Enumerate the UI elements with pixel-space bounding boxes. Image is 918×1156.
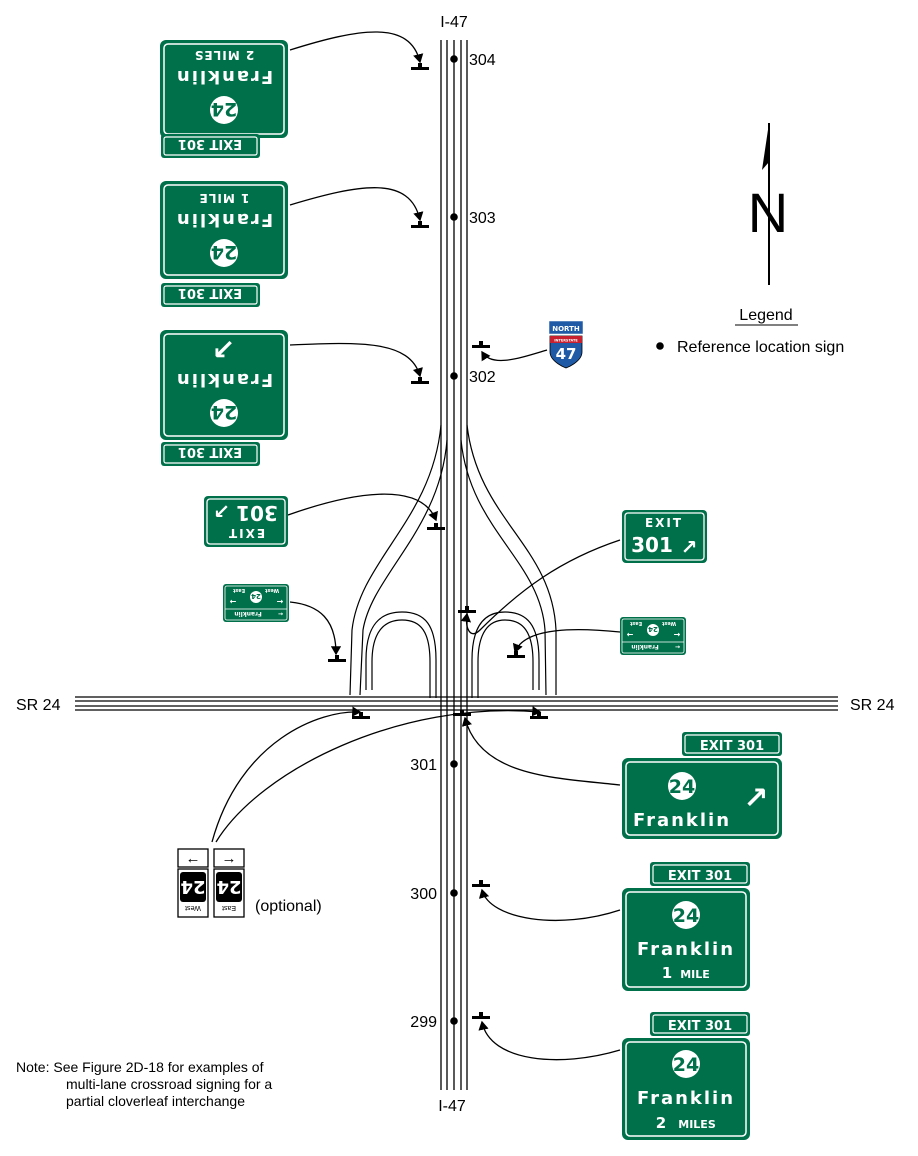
trailblazer-east-shield: 24 [216, 876, 241, 897]
milepost-299: 299 [410, 1014, 437, 1031]
sign-g-distance-num: 1 [662, 964, 672, 982]
svg-text:←: ← [186, 850, 201, 867]
sign-e-arrow: ↗ [681, 535, 698, 559]
trailblazer-assembly: ← → West 24 East 24 (optional) [177, 848, 322, 918]
sr24-right-label: SR 24 [850, 697, 895, 714]
gore-sign-northbound: EXIT 301 ↗ [622, 510, 707, 563]
note: Note: See Figure 2D-18 for examples of m… [16, 1059, 272, 1109]
svg-text:East: East [232, 587, 245, 593]
crossroad-west-destination: Franklin [234, 610, 261, 617]
sign-c-exit-panel: EXIT 301 [178, 444, 242, 459]
sign-h-distance-num: 2 [656, 1114, 666, 1132]
sign-e-exit-number: 301 [631, 533, 673, 557]
milepost-labels: 304 303 302 301 300 299 [410, 52, 496, 1031]
trailblazer-optional-label: (optional) [255, 898, 322, 915]
north-arrow-letter: N [748, 181, 788, 244]
note-line-2: multi-lane crossroad signing for a [66, 1076, 272, 1092]
sr24-left-label: SR 24 [16, 697, 61, 714]
crossroad-sign-east-ramp: ← Franklin 24 ← → West East [620, 617, 686, 655]
sign-a-exit-panel: EXIT 301 [178, 136, 242, 151]
svg-text:24: 24 [251, 592, 261, 600]
sign-c-destination: Franklin [175, 369, 273, 390]
guide-sign-exit-direction-southbound: 24 Franklin ↗ EXIT 301 [160, 330, 288, 466]
sign-c-shield: 24 [211, 401, 237, 423]
milepost-304: 304 [469, 52, 496, 69]
route-marker-number: 47 [556, 345, 577, 363]
svg-text:←: ← [675, 643, 680, 650]
sign-f-arrow: ↗ [743, 781, 768, 816]
trailblazer-east-label: East [222, 904, 236, 911]
route-marker-cardinal: NORTH [552, 325, 580, 333]
sign-b-destination: Franklin [175, 209, 273, 230]
svg-text:←: ← [278, 610, 283, 617]
milepost-303: 303 [469, 210, 496, 227]
crossroad-sr24 [75, 696, 838, 711]
freeway-i47 [440, 40, 468, 1090]
sign-b-shield: 24 [211, 241, 237, 263]
svg-text:West: West [661, 620, 676, 626]
guide-sign-2-miles-northbound: EXIT 301 24 Franklin 2 MILES [622, 1012, 750, 1140]
legend-item: Reference location sign [677, 339, 844, 356]
trailblazer-west-label: West [185, 904, 201, 911]
sign-a-destination: Franklin [175, 66, 273, 87]
trailblazer-west-shield: 24 [180, 876, 205, 897]
sign-h-shield: 24 [673, 1054, 699, 1076]
sign-d-exit-word: EXIT [227, 526, 265, 540]
sign-g-destination: Franklin [637, 939, 735, 960]
sign-a-distance: 2 MILES [194, 48, 254, 62]
milepost-dots [450, 55, 458, 1025]
guide-sign-exit-direction-northbound: EXIT 301 24 Franklin ↗ [622, 732, 782, 839]
leader-lines [211, 31, 621, 1061]
guide-sign-1-mile-southbound: 24 Franklin 1 MILE EXIT 301 [160, 181, 288, 307]
sign-c-arrow: ↗ [212, 332, 235, 365]
svg-text:→: → [222, 850, 237, 867]
route-marker-interstate: INTERSTATE [554, 339, 578, 343]
sign-h-distance-word: MILES [678, 1118, 716, 1131]
interstate-route-marker: NORTH INTERSTATE 47 [548, 320, 584, 369]
svg-text:→: → [229, 597, 236, 606]
sign-position-markers [328, 63, 548, 1019]
sign-b-exit-panel: EXIT 301 [178, 285, 242, 300]
guide-sign-1-mile-northbound: EXIT 301 24 Franklin 1 MILE [622, 862, 750, 991]
i47-top-label: I-47 [440, 14, 468, 31]
sign-a-shield: 24 [211, 98, 237, 120]
guide-sign-2-miles-southbound: 24 Franklin 2 MILES EXIT 301 [160, 40, 288, 158]
note-line-1: Note: See Figure 2D-18 for examples of [16, 1059, 264, 1075]
svg-text:→: → [626, 630, 633, 639]
legend-title: Legend [739, 307, 792, 324]
crossroad-sign-west-ramp: ← Franklin 24 ← → West East [223, 584, 289, 622]
interchange-ramps [349, 424, 557, 698]
legend: Legend Reference location sign [656, 307, 844, 356]
sign-g-shield: 24 [673, 905, 699, 927]
crossroad-east-destination: Franklin [631, 643, 658, 650]
north-arrow: N [748, 123, 788, 285]
sign-h-exit-panel: EXIT 301 [668, 1019, 732, 1034]
milepost-302: 302 [469, 369, 496, 386]
sign-g-exit-panel: EXIT 301 [668, 869, 732, 884]
sign-f-exit-panel: EXIT 301 [700, 739, 764, 754]
milepost-300: 300 [410, 886, 437, 903]
svg-text:West: West [264, 587, 279, 593]
sign-b-distance: 1 MILE [199, 191, 250, 205]
svg-text:←: ← [276, 597, 283, 606]
sign-g-distance-word: MILE [680, 968, 710, 981]
note-line-3: partial cloverleaf interchange [66, 1093, 245, 1109]
gore-sign-southbound: EXIT 301 ↗ [204, 496, 288, 547]
i47-bottom-label: I-47 [438, 1098, 466, 1115]
svg-text:East: East [629, 620, 642, 626]
sign-d-exit-number: 301 [236, 501, 278, 525]
sign-f-shield: 24 [669, 776, 695, 798]
milepost-301: 301 [410, 757, 437, 774]
sign-f-destination: Franklin [633, 810, 731, 831]
svg-text:←: ← [673, 630, 680, 639]
sign-d-arrow: ↗ [214, 499, 231, 523]
sign-e-exit-word: EXIT [645, 516, 683, 530]
sign-h-destination: Franklin [637, 1088, 735, 1109]
svg-text:24: 24 [648, 625, 658, 633]
